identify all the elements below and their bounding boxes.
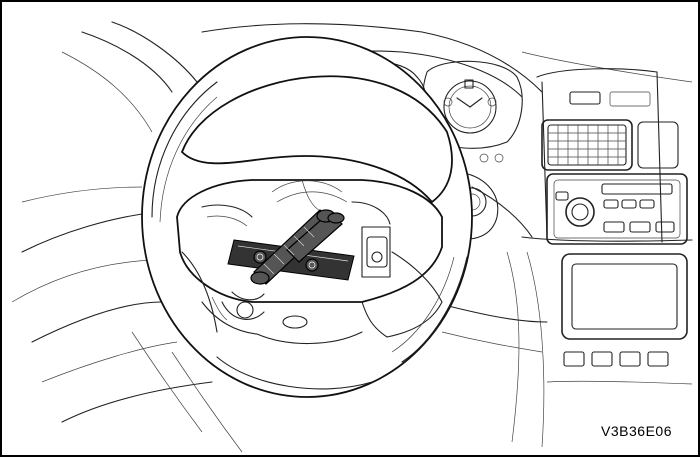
air-vent-icon [541, 119, 679, 171]
airbag-removal-tool-icon [227, 209, 355, 285]
figure-code: V3B36E06 [601, 423, 672, 439]
climate-display [546, 253, 693, 385]
dashboard-outline [11, 21, 693, 453]
steering-wheel-icon [141, 36, 473, 398]
center-console [536, 68, 693, 385]
radio-unit-icon [546, 173, 688, 245]
